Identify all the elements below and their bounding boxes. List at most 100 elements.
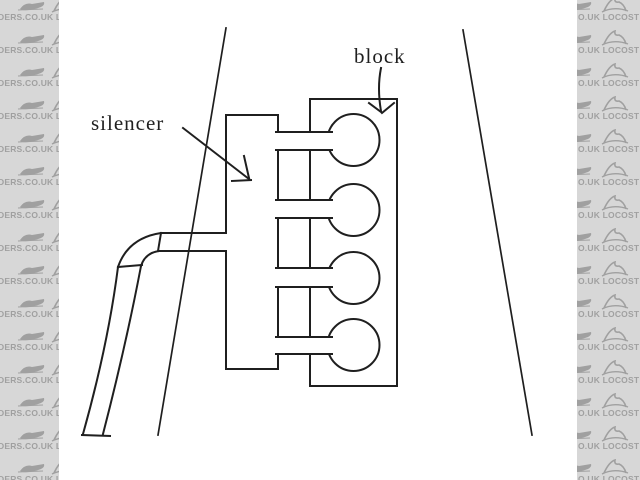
watermark-logos — [577, 88, 640, 112]
silencer-body — [225, 114, 279, 370]
watermark-row: O.UK LOCOST — [577, 22, 640, 55]
watermark-row: DERS.CO.UK L — [0, 352, 59, 385]
cylinder-port-3 — [326, 251, 381, 305]
car-logo-icon — [577, 68, 592, 77]
watermark-text: DERS.CO.UK L — [0, 177, 59, 187]
swoosh-logo-icon — [601, 63, 629, 79]
car-logo-icon — [577, 134, 592, 143]
body-outline-left-line — [157, 27, 227, 436]
watermark-row: DERS.CO.UK L — [0, 286, 59, 319]
car-logo-icon — [17, 2, 45, 11]
swoosh-logo-icon — [51, 166, 59, 178]
block-arrow — [367, 66, 396, 115]
watermark-row: DERS.CO.UK L — [0, 0, 59, 22]
watermark-logos — [577, 121, 640, 145]
cylinder-port-4 — [326, 318, 381, 372]
watermark-logos — [0, 286, 59, 310]
watermark-logos — [577, 187, 640, 211]
swoosh-logo-icon — [601, 129, 629, 145]
swoosh-logo-icon — [51, 1, 59, 13]
car-logo-icon — [577, 35, 592, 44]
car-logo-icon — [17, 200, 45, 209]
watermark-row: O.UK LOCOST — [577, 451, 640, 480]
watermark-row: O.UK LOCOST — [577, 154, 640, 187]
swoosh-logo-icon — [601, 0, 629, 13]
silencer-inlet-gap — [224, 234, 229, 250]
watermark-row: DERS.CO.UK L — [0, 451, 59, 480]
car-logo-icon — [17, 398, 45, 407]
car-logo-icon — [577, 266, 592, 275]
swoosh-logo-icon — [51, 364, 59, 376]
watermark-logos — [577, 55, 640, 79]
car-logo-icon — [17, 167, 45, 176]
cylinder-port-2 — [326, 183, 381, 237]
car-logo-icon — [577, 167, 592, 176]
swoosh-logo-icon — [51, 430, 59, 442]
exhaust-runner-2 — [275, 199, 333, 219]
swoosh-logo-icon — [601, 228, 629, 244]
swoosh-logo-icon — [601, 360, 629, 376]
car-logo-icon — [577, 365, 592, 374]
swoosh-logo-icon — [51, 133, 59, 145]
swoosh-logo-icon — [51, 232, 59, 244]
watermark-row: O.UK LOCOST — [577, 352, 640, 385]
watermark-row: O.UK LOCOST — [577, 187, 640, 220]
car-logo-icon — [17, 332, 45, 341]
watermark-text: O.UK LOCOST — [578, 243, 640, 253]
swoosh-logo-icon — [51, 199, 59, 211]
watermark-logos — [0, 253, 59, 277]
watermark-logos — [0, 22, 59, 46]
watermark-text: DERS.CO.UK L — [0, 474, 59, 480]
watermark-text: DERS.CO.UK L — [0, 45, 59, 55]
watermark-row: O.UK LOCOST — [577, 55, 640, 88]
watermark-text: O.UK LOCOST — [578, 78, 640, 88]
swoosh-logo-icon — [51, 463, 59, 475]
swoosh-logo-icon — [51, 67, 59, 79]
car-logo-icon — [17, 68, 45, 77]
watermark-text: DERS.CO.UK L — [0, 210, 59, 220]
car-logo-icon — [577, 101, 592, 110]
watermark-row: DERS.CO.UK L — [0, 88, 59, 121]
watermark-logos — [577, 451, 640, 475]
car-logo-icon — [17, 299, 45, 308]
swoosh-logo-icon — [51, 298, 59, 310]
swoosh-logo-icon — [601, 294, 629, 310]
watermark-text: O.UK LOCOST — [578, 177, 640, 187]
watermark-logos — [577, 418, 640, 442]
watermark-row: O.UK LOCOST — [577, 121, 640, 154]
swoosh-logo-icon — [51, 34, 59, 46]
watermark-logos — [577, 352, 640, 376]
watermark-text: DERS.CO.UK L — [0, 309, 59, 319]
car-logo-icon — [17, 35, 45, 44]
watermark-logos — [0, 0, 59, 13]
watermark-text: DERS.CO.UK L — [0, 111, 59, 121]
swoosh-logo-icon — [601, 162, 629, 178]
exhaust-runner-4 — [275, 336, 333, 355]
car-logo-icon — [17, 365, 45, 374]
car-logo-icon — [577, 2, 592, 11]
watermark-row: O.UK LOCOST — [577, 88, 640, 121]
car-logo-icon — [577, 332, 592, 341]
watermark-logos — [577, 385, 640, 409]
watermark-logos — [0, 418, 59, 442]
watermark-row: DERS.CO.UK L — [0, 253, 59, 286]
watermark-text: DERS.CO.UK L — [0, 144, 59, 154]
car-logo-icon — [577, 299, 592, 308]
car-logo-icon — [17, 464, 45, 473]
watermark-logos — [0, 55, 59, 79]
car-logo-icon — [577, 233, 592, 242]
watermark-row: DERS.CO.UK L — [0, 121, 59, 154]
car-logo-icon — [17, 233, 45, 242]
watermark-row: DERS.CO.UK L — [0, 55, 59, 88]
swoosh-logo-icon — [601, 426, 629, 442]
watermark-row: DERS.CO.UK L — [0, 319, 59, 352]
watermark-logos — [0, 352, 59, 376]
watermark-logos — [577, 0, 640, 13]
watermark-logos — [0, 154, 59, 178]
watermark-text: O.UK LOCOST — [578, 375, 640, 385]
watermark-row: O.UK LOCOST — [577, 220, 640, 253]
swoosh-logo-icon — [601, 393, 629, 409]
